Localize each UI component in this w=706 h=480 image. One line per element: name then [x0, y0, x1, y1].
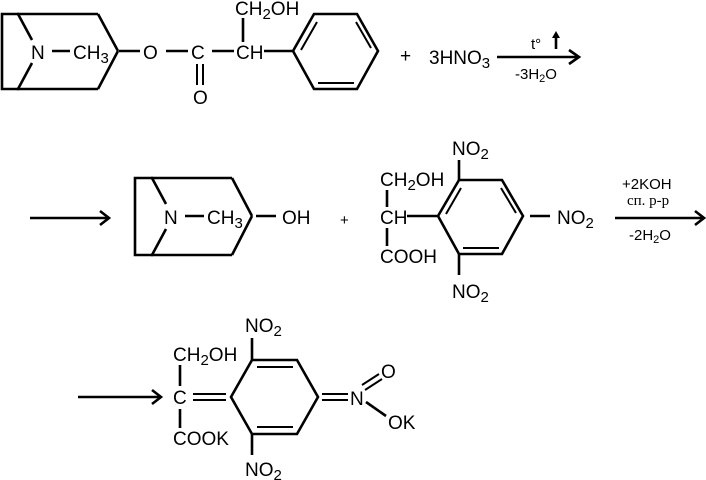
reaction-arrow-3-incoming: [78, 388, 164, 406]
nitro-right-label: NO2: [557, 208, 594, 232]
ester-oxygen-label: O: [143, 43, 158, 64]
ring-bond: [96, 50, 120, 90]
arrow-head: [694, 209, 706, 227]
nitro-bottom-label: NO2: [452, 282, 489, 306]
ch-label: CH: [380, 208, 407, 229]
water-byproduct: -3H2O: [515, 66, 557, 85]
aromatic-double-bond: [355, 21, 372, 49]
ring-outline: [436, 178, 525, 256]
ring-bond: [96, 13, 120, 52]
ring-bond: [0, 12, 19, 91]
n-ok-bond: [365, 400, 387, 418]
benzene-ring: [291, 12, 380, 91]
arrow-head: [99, 209, 112, 227]
quinoid-ring: [229, 358, 320, 436]
nitrogen-label: N: [31, 43, 45, 64]
ring-bond: [133, 176, 153, 257]
up-arrow-icon: [552, 31, 560, 49]
quinoid-salt-molecule: CH2OH C COOK NO2 NO2 N O OK: [173, 316, 416, 480]
nitric-acid-reagent: 3HNO3: [429, 48, 490, 72]
nitro-top-label: NO2: [245, 316, 282, 340]
n-o-double-bond: [361, 373, 380, 386]
bridge-bond: [16, 62, 34, 90]
bridge-bond: [16, 13, 34, 41]
arrow-head: [568, 48, 582, 66]
plus-sign: +: [340, 212, 349, 229]
carboxylate-label: COOK: [173, 429, 229, 450]
n-o-double-bond: [364, 378, 383, 391]
ch2oh-label: CH2OH: [235, 0, 299, 23]
aromatic-double-bond: [445, 187, 462, 215]
aromatic-double-bond: [500, 187, 517, 214]
ring-bond: [230, 177, 254, 217]
ring-outline: [229, 358, 320, 436]
bridge-bond: [150, 177, 168, 205]
atropine-molecule: N CH3 O C O CH CH2OH: [0, 0, 380, 109]
methyl-label: CH3: [207, 208, 243, 232]
tropane-ring: N CH3: [0, 12, 120, 91]
carbonyl-carbon-label: C: [191, 43, 205, 64]
oxygen-label: O: [381, 362, 396, 383]
trinitrotropic-acid-molecule: CH2OH CH COOH NO2 NO2 NO2: [380, 139, 594, 306]
potassium-oxide-label: OK: [388, 413, 416, 434]
bridge-bond: [150, 228, 168, 256]
alcohol-solution-condition: сп. р-р: [627, 193, 669, 209]
reaction-arrow-1: t° -3H2O: [497, 31, 582, 85]
ch2oh-label: CH2OH: [380, 170, 444, 194]
nitrogen-label: N: [164, 208, 178, 229]
methyl-label: CH3: [73, 43, 109, 67]
water-byproduct: -2H2O: [629, 227, 671, 246]
nitro-bottom-label: NO2: [245, 460, 282, 480]
tropine-molecule: N CH3 OH: [133, 176, 311, 257]
reaction-arrow-2-incoming: [30, 209, 112, 227]
nitro-top-label: NO2: [452, 139, 489, 163]
carbon-label: C: [173, 388, 187, 409]
reaction-arrow-2: +2KOH сп. р-р -2H2O: [615, 176, 706, 246]
aromatic-double-bond: [300, 21, 318, 51]
carbonyl-oxygen-label: O: [193, 88, 208, 109]
benzene-ring: [436, 178, 525, 256]
ch2oh-label: CH2OH: [173, 345, 237, 369]
heat-condition: t°: [531, 36, 541, 53]
hydroxyl-label: OH: [282, 208, 311, 229]
plus-sign: +: [400, 46, 411, 67]
ring-bond: [230, 215, 254, 256]
ch-label: CH: [236, 43, 263, 64]
ring-outline: [291, 12, 380, 91]
carboxyl-label: COOH: [380, 247, 437, 268]
koh-reagent: +2KOH: [622, 176, 672, 193]
aci-nitro-nitrogen-label: N: [350, 389, 364, 410]
arrow-head: [151, 388, 164, 406]
